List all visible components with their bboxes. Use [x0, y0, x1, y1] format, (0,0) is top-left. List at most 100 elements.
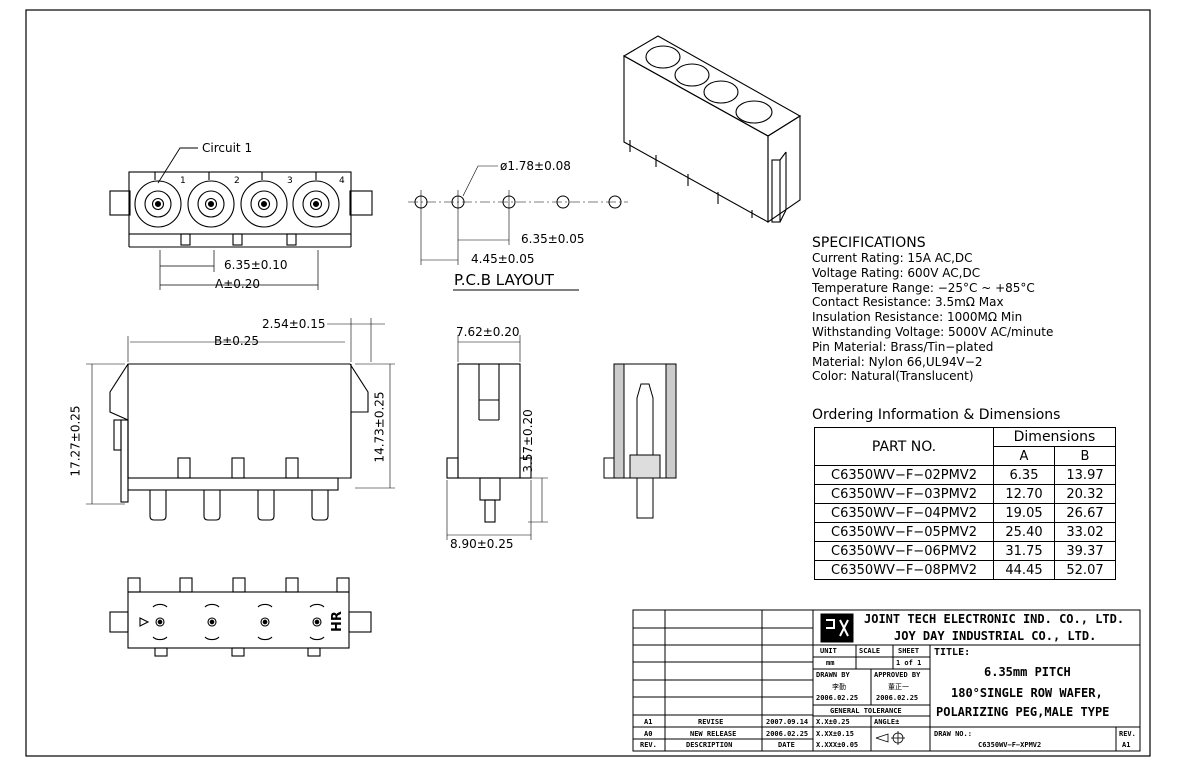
drawn-date: 2006.02.25	[816, 694, 859, 702]
drawn-by-name: 李勤	[832, 683, 846, 691]
title-block-grid	[632, 609, 1141, 752]
spec-line: Temperature Range: −25°C ~ +85°C	[812, 280, 1035, 295]
spec-line: Contact Resistance: 3.5mΩ Max	[812, 295, 1004, 310]
ordering-title: Ordering Information & Dimensions	[812, 407, 1061, 423]
cell-part: C6350WV−F−08PMV2	[814, 560, 994, 580]
revision-rev: A1	[644, 718, 653, 726]
cavity-3	[240, 180, 288, 228]
title-line-3: POLARIZING PEG,MALE TYPE	[936, 705, 1110, 719]
end-view	[446, 335, 548, 540]
dim-pin-3-57: 3.57±0.20	[520, 409, 535, 473]
pcb-layout-title: P.C.B LAYOUT	[454, 271, 554, 289]
cell-part: C6350WV−F−03PMV2	[814, 484, 994, 504]
cell-b: 52.07	[1054, 560, 1116, 580]
cell-b: 13.97	[1054, 465, 1116, 485]
pin-number-2: 2	[234, 176, 240, 186]
revision-desc: REVISE	[698, 718, 724, 726]
col-part-header: PART NO.	[814, 427, 994, 466]
cell-a: 25.40	[993, 522, 1055, 542]
revision-date: 2006.02.25	[766, 730, 809, 738]
cell-a: 6.35	[993, 465, 1055, 485]
title-label: TITLE:	[934, 647, 971, 658]
rev-value: A1	[1122, 741, 1131, 749]
dim-height-17-27: 17.27±0.25	[68, 405, 83, 477]
dim-b: B±0.25	[214, 334, 260, 348]
draw-no: C6350WV−F−XPMV2	[978, 741, 1042, 749]
cell-b: 39.37	[1054, 541, 1116, 561]
col-a-header: A	[993, 446, 1055, 466]
company-logo	[820, 613, 854, 643]
section-view	[603, 363, 677, 519]
tolerance-1: X.X±0.25	[816, 718, 850, 726]
col-dims-header: Dimensions	[993, 427, 1116, 447]
revision-date: 2007.09.14	[766, 718, 809, 726]
title-line-2: 180°SINGLE ROW WAFER,	[951, 686, 1103, 700]
dim-height-14-73: 14.73±0.25	[372, 391, 387, 463]
front-view	[109, 147, 373, 290]
header-date: DATE	[778, 741, 795, 749]
revision-rev: A0	[644, 730, 653, 738]
cavity-1	[134, 180, 182, 228]
cell-b: 20.32	[1054, 484, 1116, 504]
angle-label: ANGLE±	[874, 718, 900, 726]
draw-no-label: DRAW NO.:	[934, 730, 972, 738]
cell-part: C6350WV−F−04PMV2	[814, 503, 994, 523]
cavity-4	[292, 180, 340, 228]
spec-line: Withstanding Voltage: 5000V AC/minute	[812, 324, 1054, 339]
cell-b: 33.02	[1054, 522, 1116, 542]
cell-part: C6350WV−F−02PMV2	[814, 465, 994, 485]
dim-hole-diameter: ø1.78±0.08	[500, 159, 571, 173]
approved-name: 董正一	[888, 683, 909, 691]
isometric-view	[622, 35, 802, 224]
spec-line: Pin Material: Brass/Tin−plated	[812, 339, 994, 354]
unit-label: UNIT	[820, 647, 837, 655]
bottom-view	[109, 577, 372, 657]
dim-pcb-pitch: 6.35±0.05	[521, 232, 585, 246]
company-name-2: JOY DAY INDUSTRIAL CO., LTD.	[894, 629, 1097, 643]
unit-value: mm	[826, 659, 835, 667]
cell-a: 12.70	[993, 484, 1055, 504]
dim-2-54: 2.54±0.15	[262, 317, 326, 331]
side-view	[86, 318, 395, 521]
revision-desc: NEW RELEASE	[690, 730, 737, 738]
cell-part: C6350WV−F−05PMV2	[814, 522, 994, 542]
pin-number-4: 4	[339, 176, 345, 186]
scale-label: SCALE	[859, 647, 881, 655]
spec-line: Voltage Rating: 600V AC,DC	[812, 265, 981, 280]
dim-width-8-90: 8.90±0.25	[450, 537, 514, 551]
rev-label: REV.	[1119, 730, 1136, 738]
pcb-layout	[408, 165, 628, 291]
tolerance-2: X.XX±0.15	[816, 730, 854, 738]
sheet-value: 1 of 1	[896, 659, 922, 667]
cell-a: 31.75	[993, 541, 1055, 561]
dim-a: A±0.20	[215, 277, 260, 291]
pin-number-1: 1	[180, 176, 186, 186]
circuit-label: Circuit 1	[202, 141, 253, 155]
title-line-1: 6.35mm PITCH	[984, 665, 1071, 679]
spec-line: Insulation Resistance: 1000MΩ Min	[812, 310, 1023, 325]
ordering-table: PART NO. Dimensions A B C6350WV−F−02PMV2…	[814, 427, 1116, 580]
drawn-by-label: DRAWN BY	[816, 671, 850, 679]
dim-pcb-offset: 4.45±0.05	[471, 252, 535, 266]
approved-date: 2006.02.25	[876, 694, 919, 702]
pin-number-3: 3	[287, 176, 293, 186]
sheet-label: SHEET	[898, 647, 920, 655]
specifications-block: SPECIFICATIONS Current Rating: 15A AC,DC…	[812, 235, 1053, 384]
cell-a: 44.45	[993, 560, 1055, 580]
spec-line: Material: Nylon 66,UL94V−2	[812, 354, 983, 369]
specifications-title: SPECIFICATIONS	[812, 235, 926, 251]
col-b-header: B	[1054, 446, 1116, 466]
dim-width-7-62: 7.62±0.20	[456, 325, 520, 339]
dim-pitch-front: 6.35±0.10	[224, 258, 288, 272]
cell-b: 26.67	[1054, 503, 1116, 523]
cell-a: 19.05	[993, 503, 1055, 523]
approved-label: APPROVED BY	[874, 671, 921, 679]
tolerance-3: X.XXX±0.05	[816, 741, 859, 749]
tolerance-label: GENERAL TOLERANCE	[830, 707, 902, 715]
